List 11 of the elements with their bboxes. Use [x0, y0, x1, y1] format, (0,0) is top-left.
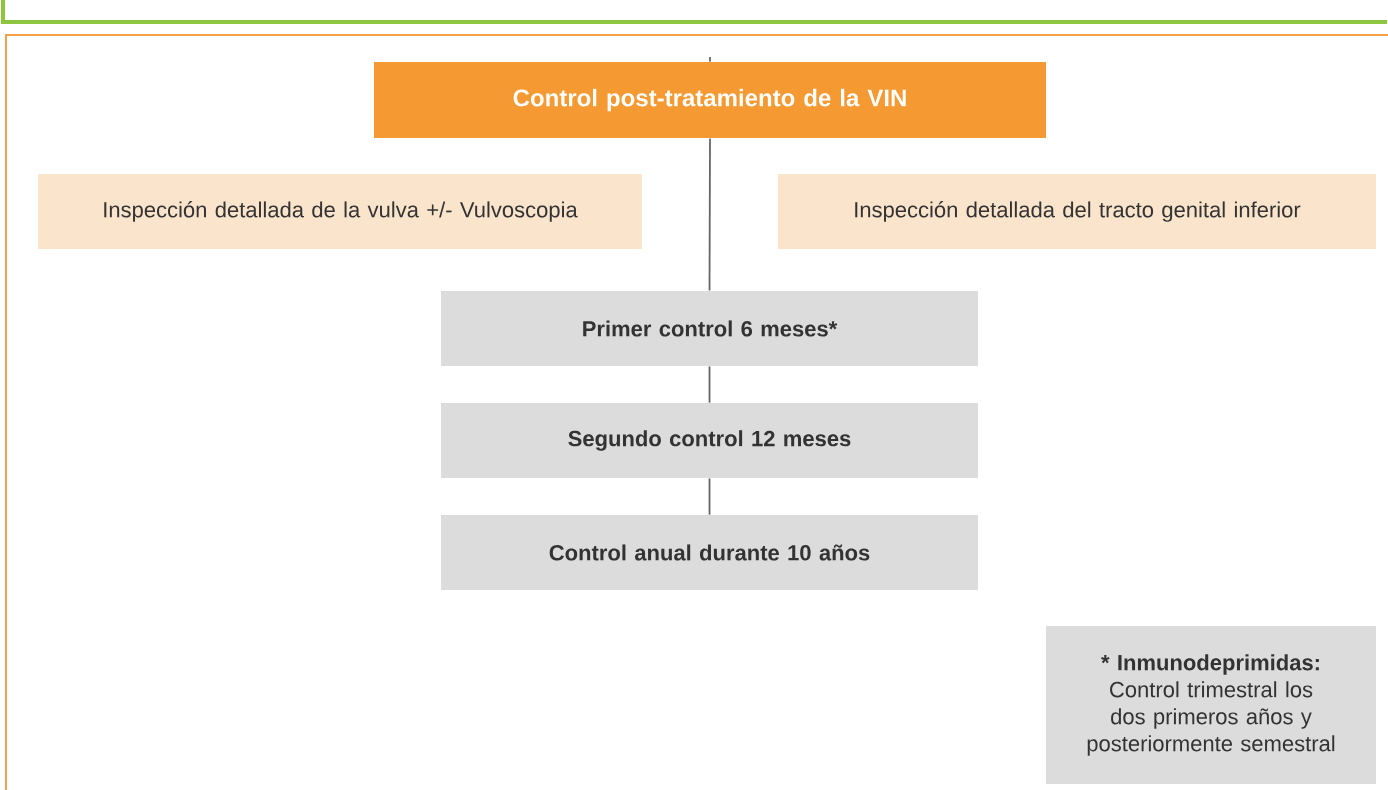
connector-line	[708, 477, 711, 516]
inspection-box: Inspección detallada de la vulva +/- Vulvoscopia	[38, 174, 642, 249]
control-box: Control anual durante 10 años	[441, 515, 978, 590]
title-box: Control post-tratamiento de la VIN	[374, 62, 1046, 138]
control-box: Segundo control 12 meses	[441, 403, 978, 478]
connector-line	[709, 56, 711, 63]
note-box: * Inmunodeprimidas: Control trimestral los dos primeros años y posteriormente semestral	[1046, 626, 1376, 784]
control-box: Primer control 6 meses*	[441, 291, 978, 366]
connector-line	[708, 365, 711, 404]
inspection-box: Inspección detallada del tracto genital inferior	[778, 174, 1376, 249]
connector-line	[708, 137, 711, 292]
